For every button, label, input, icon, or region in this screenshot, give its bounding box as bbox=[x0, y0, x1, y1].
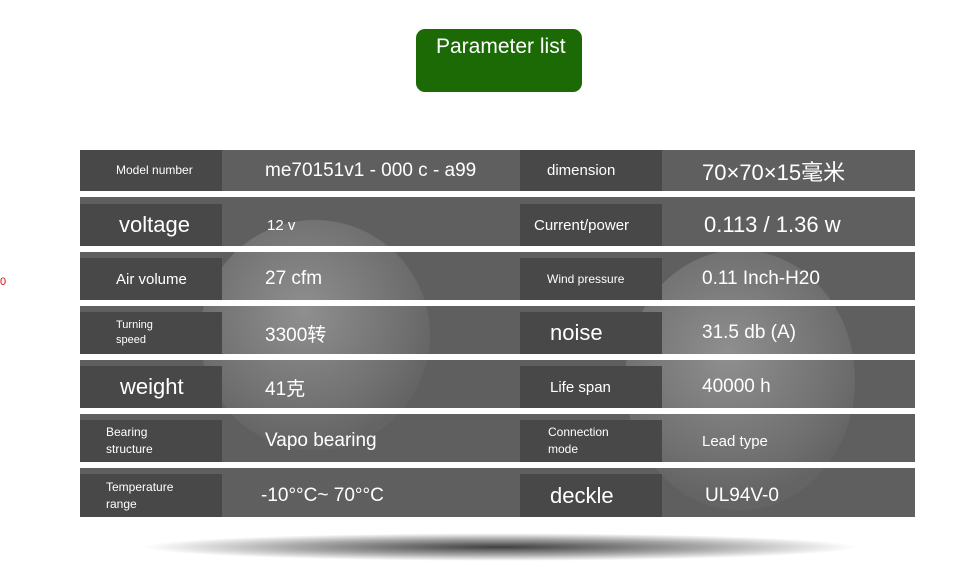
param-value: 0.11 Inch-H20 bbox=[702, 268, 820, 289]
param-label: noise bbox=[520, 312, 662, 354]
param-label: dimension bbox=[520, 150, 662, 191]
param-label: voltage bbox=[80, 204, 222, 246]
param-value: Lead type bbox=[702, 432, 768, 450]
param-value: 3300转 bbox=[265, 324, 327, 346]
row-separator bbox=[80, 462, 915, 468]
stray-mark: 0 bbox=[0, 276, 7, 288]
param-value: me70151v1 - 000 c - a99 bbox=[265, 159, 477, 181]
table-row: Temperature range -10°°C~ 70°°C deckle U… bbox=[80, 474, 915, 517]
parameter-list-badge: Parameter list bbox=[416, 29, 582, 92]
table-row: voltage 12 v Current/power 0.113 / 1.36 … bbox=[80, 204, 915, 246]
param-label: Connection mode bbox=[520, 420, 662, 462]
param-value: UL94V-0 bbox=[705, 484, 779, 506]
param-label: Life span bbox=[520, 366, 662, 408]
param-label: Turning speed bbox=[80, 312, 222, 354]
param-label: Wind pressure bbox=[520, 258, 662, 300]
table-row: Bearing structure Vapo bearing Connectio… bbox=[80, 420, 915, 462]
param-label: Temperature range bbox=[80, 474, 222, 517]
parameter-table: Model number me70151v1 - 000 c - a99 dim… bbox=[80, 150, 915, 517]
param-value: 40000 h bbox=[702, 376, 771, 397]
param-label: deckle bbox=[520, 474, 662, 517]
param-value: -10°°C~ 70°°C bbox=[261, 484, 384, 506]
drop-shadow bbox=[140, 533, 860, 561]
param-value: 0.113 / 1.36 w bbox=[704, 212, 841, 237]
param-value: 70×70×15毫米 bbox=[702, 159, 846, 185]
table-row: Model number me70151v1 - 000 c - a99 dim… bbox=[80, 150, 915, 191]
row-separator bbox=[80, 246, 915, 252]
table-row: Turning speed 3300转 noise 31.5 db (A) bbox=[80, 312, 915, 354]
table-row: Air volume 27 cfm Wind pressure 0.11 Inc… bbox=[80, 258, 915, 300]
param-value: 41克 bbox=[265, 378, 306, 400]
param-value: 12 v bbox=[267, 216, 296, 234]
param-label: Air volume bbox=[80, 258, 222, 300]
param-label: Current/power bbox=[520, 204, 662, 246]
param-value: Vapo bearing bbox=[265, 430, 377, 451]
row-separator bbox=[80, 354, 915, 360]
row-separator bbox=[80, 191, 915, 197]
param-label: Model number bbox=[80, 150, 222, 191]
table-row: weight 41克 Life span 40000 h bbox=[80, 366, 915, 408]
param-label: weight bbox=[80, 366, 222, 408]
param-value: 31.5 db (A) bbox=[702, 322, 796, 343]
param-label: Bearing structure bbox=[80, 420, 222, 462]
row-separator bbox=[80, 300, 915, 306]
param-value: 27 cfm bbox=[265, 268, 323, 289]
row-separator bbox=[80, 408, 915, 414]
